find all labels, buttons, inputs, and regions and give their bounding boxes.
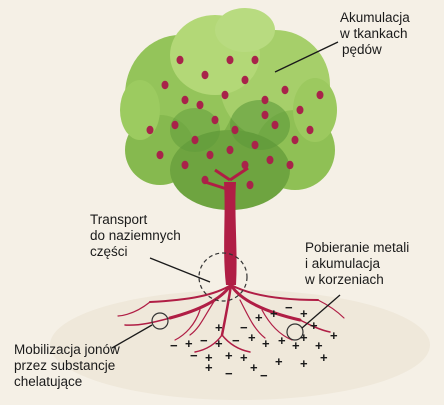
fruit — [262, 96, 269, 104]
fruit — [147, 126, 154, 134]
ion-plus-sign: + — [300, 306, 308, 321]
fruit — [222, 91, 229, 99]
fruit — [232, 126, 239, 134]
fruit — [287, 161, 294, 169]
fruit — [317, 91, 324, 99]
ion-plus-sign: + — [250, 360, 258, 375]
fruit — [172, 121, 179, 129]
label-line: Pobieranie metali — [305, 240, 409, 256]
fruit — [272, 121, 279, 129]
fruit — [227, 56, 234, 64]
label-uptake-roots: Pobieranie metali i akumulacja w korzeni… — [305, 240, 409, 288]
label-line: Akumulacja — [340, 10, 410, 26]
ion-minus-sign: − — [285, 300, 293, 315]
fruit — [157, 151, 164, 159]
ion-plus-sign: + — [205, 350, 213, 365]
ion-minus-sign: − — [260, 368, 268, 383]
ion-plus-sign: + — [300, 330, 308, 345]
fruit — [192, 136, 199, 144]
label-line: w korzeniach — [305, 272, 409, 288]
fruit — [242, 76, 249, 84]
ion-minus-sign: − — [225, 366, 233, 381]
ion-plus-sign: + — [320, 350, 328, 365]
ion-plus-sign: + — [215, 320, 223, 335]
label-mobilization: Mobilizacja jonów przez substancje chela… — [14, 342, 120, 390]
ion-minus-sign: − — [190, 348, 198, 363]
ion-plus-sign: + — [262, 336, 270, 351]
label-line: przez substancje — [14, 358, 120, 374]
fruit — [282, 86, 289, 94]
fruit — [182, 96, 189, 104]
label-line: i akumulacja — [305, 256, 409, 272]
ion-plus-sign: + — [292, 338, 300, 353]
label-transport: Transport do naziemnych części — [90, 212, 181, 260]
ion-plus-sign: + — [240, 350, 248, 365]
fruit — [212, 116, 219, 124]
ion-plus-sign: + — [248, 330, 256, 345]
tree-trunk — [224, 182, 237, 285]
label-line: pędów — [340, 42, 410, 58]
ion-minus-sign: − — [200, 333, 208, 348]
label-line: części — [90, 244, 181, 260]
fruit — [292, 136, 299, 144]
fruit — [202, 71, 209, 79]
ion-plus-sign: + — [270, 306, 278, 321]
label-line: w tkankach — [340, 26, 410, 42]
ion-plus-sign: + — [310, 318, 318, 333]
label-line: chelatujące — [14, 374, 120, 390]
ion-plus-sign: + — [300, 356, 308, 371]
label-line: do naziemnych — [90, 228, 181, 244]
fruit — [177, 56, 184, 64]
ion-minus-sign: − — [232, 333, 240, 348]
fruit — [197, 101, 204, 109]
fruit — [267, 156, 274, 164]
fruit — [252, 141, 259, 149]
fruit — [247, 181, 254, 189]
ion-minus-sign: − — [170, 338, 178, 353]
fruit — [307, 126, 314, 134]
fruit — [182, 161, 189, 169]
fruit — [207, 151, 214, 159]
ion-plus-sign: + — [278, 333, 286, 348]
label-line: Transport — [90, 212, 181, 228]
ion-plus-sign: + — [330, 328, 338, 343]
fruit — [227, 146, 234, 154]
ion-minus-sign: − — [240, 320, 248, 335]
ion-plus-sign: + — [215, 336, 223, 351]
ion-plus-sign: + — [225, 348, 233, 363]
label-line: Mobilizacja jonów — [14, 342, 120, 358]
fruit — [297, 106, 304, 114]
fruit — [162, 81, 169, 89]
label-accumulation-shoots: Akumulacja w tkankach pędów — [340, 10, 410, 58]
ion-plus-sign: + — [255, 310, 263, 325]
ion-plus-sign: + — [275, 354, 283, 369]
fruit — [262, 111, 269, 119]
fruit — [252, 56, 259, 64]
